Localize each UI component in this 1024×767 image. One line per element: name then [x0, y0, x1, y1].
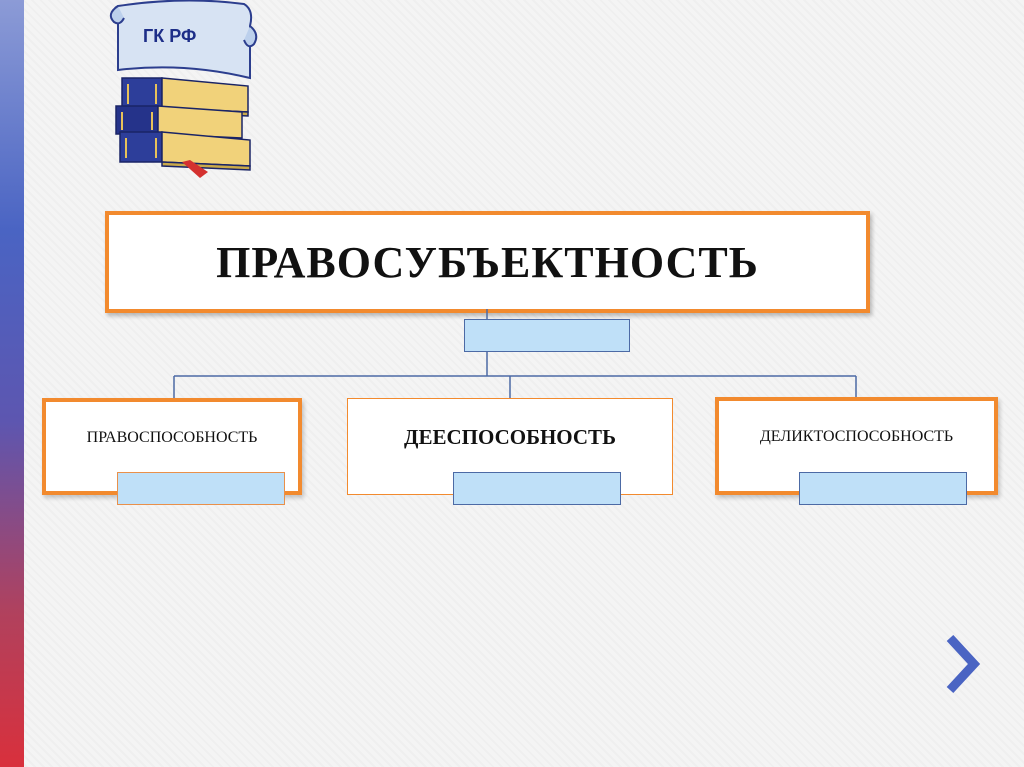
child-label: ПРАВОСПОСОБНОСТЬ	[86, 428, 258, 446]
root-label: ПРАВОСУБЪЕКТНОСТЬ	[216, 237, 759, 287]
books-icon	[109, 0, 258, 178]
child-tab-right	[799, 472, 967, 505]
child-label: ДЕЛИКТОСПОСОБНОСТЬ	[759, 428, 954, 445]
root-box: ПРАВОСУБЪЕКТНОСТЬ	[105, 211, 870, 313]
connector-box	[464, 319, 630, 352]
chevron-right-icon[interactable]	[938, 628, 990, 700]
child-label: ДЕЕСПОСОБНОСТЬ	[404, 425, 616, 449]
child-tab-mid	[453, 472, 621, 505]
side-stripe	[0, 0, 24, 767]
logo-text: ГК РФ	[143, 26, 197, 46]
child-tab-left	[117, 472, 285, 505]
